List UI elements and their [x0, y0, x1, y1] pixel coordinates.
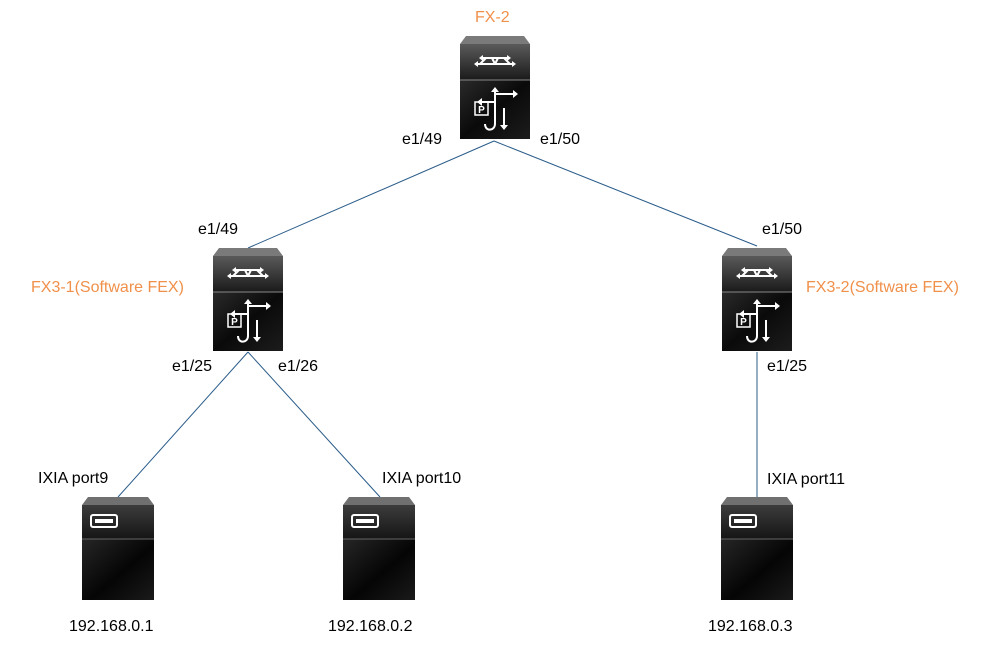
port-label-fx3-1-left: e1/25 — [172, 358, 213, 375]
host-port-label-1: IXIA port9 — [38, 470, 109, 487]
host-port-label-2: IXIA port10 — [382, 470, 462, 487]
svg-text:P: P — [231, 317, 238, 328]
device-label-fx3-2: FX3-2(Software FEX) — [806, 279, 959, 296]
link-fx2-fx3-2 — [493, 140, 758, 247]
server-host2 — [343, 497, 415, 600]
svg-text:P: P — [478, 105, 485, 116]
port-label-fx3-2-up: e1/50 — [762, 221, 803, 238]
link-fx2-fx3-1 — [247, 140, 495, 249]
switch-icon: P — [213, 248, 283, 351]
device-label-fx2: FX-2 — [475, 9, 510, 26]
link-fx3-1-host2 — [247, 351, 381, 498]
host-ip-1: 192.168.0.1 — [69, 618, 154, 635]
port-label-fx3-1-right: e1/26 — [278, 358, 319, 375]
server-host1 — [82, 497, 154, 600]
switch-fx3-1: P — [213, 248, 283, 351]
device-label-fx3-1: FX3-1(Software FEX) — [31, 279, 184, 296]
host-ip-3: 192.168.0.3 — [708, 618, 793, 635]
server-icon — [82, 497, 154, 600]
server-icon — [721, 497, 793, 600]
port-label-fx2-right: e1/50 — [540, 131, 581, 148]
host-port-label-3: IXIA port11 — [767, 471, 845, 488]
switch-icon: P — [460, 36, 530, 139]
host-ip-2: 192.168.0.2 — [328, 618, 413, 635]
link-fx3-1-host1 — [117, 351, 249, 498]
switch-fx2: P — [460, 36, 530, 139]
port-label-fx2-left: e1/49 — [402, 131, 443, 148]
port-label-fx3-1-up: e1/49 — [198, 221, 239, 238]
svg-text:P: P — [740, 317, 747, 328]
server-icon — [343, 497, 415, 600]
switch-icon: P — [722, 248, 792, 351]
port-label-fx3-2-down: e1/25 — [767, 358, 808, 375]
server-host3 — [721, 497, 793, 600]
switch-fx3-2: P — [722, 248, 792, 351]
